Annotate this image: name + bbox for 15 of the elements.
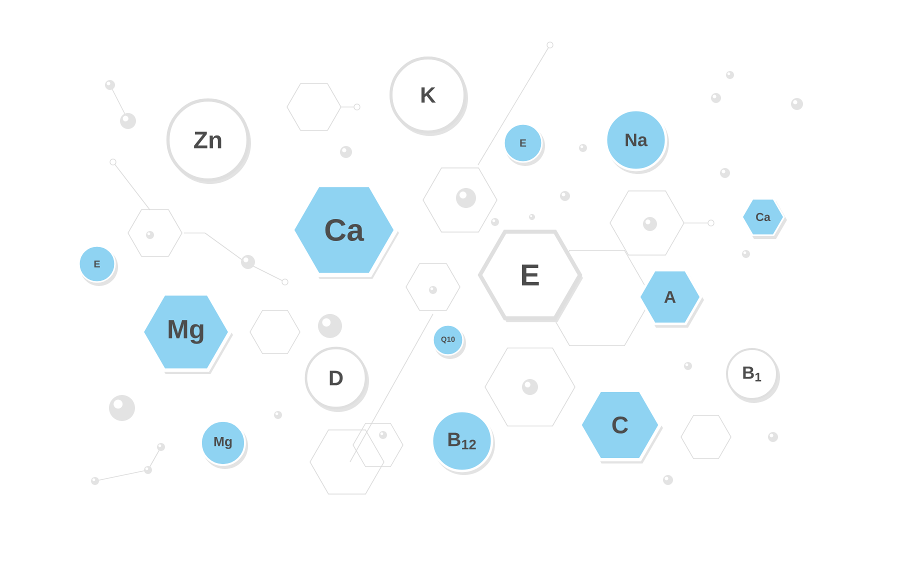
hexagon-badge: Ca <box>741 198 787 240</box>
hexagon-badge: A <box>638 268 704 328</box>
circle-badge: E <box>78 245 118 286</box>
hexagon-badge: Mg <box>140 292 233 374</box>
circle-badge: Na <box>604 108 669 174</box>
hexagon-badge: C <box>578 388 663 464</box>
hexagon-badge: E <box>478 230 583 322</box>
hexagon-badge: Ca <box>290 182 399 279</box>
circle-badge: Mg <box>200 420 248 469</box>
circle-badge: D <box>304 346 369 412</box>
circle-badge: K <box>390 56 468 136</box>
circle-badge: E <box>503 123 545 166</box>
circle-badge: Zn <box>166 98 251 184</box>
circle-badge: B$_{1}$ <box>726 348 780 403</box>
circle-badge: B$_{12}$ <box>430 410 495 475</box>
